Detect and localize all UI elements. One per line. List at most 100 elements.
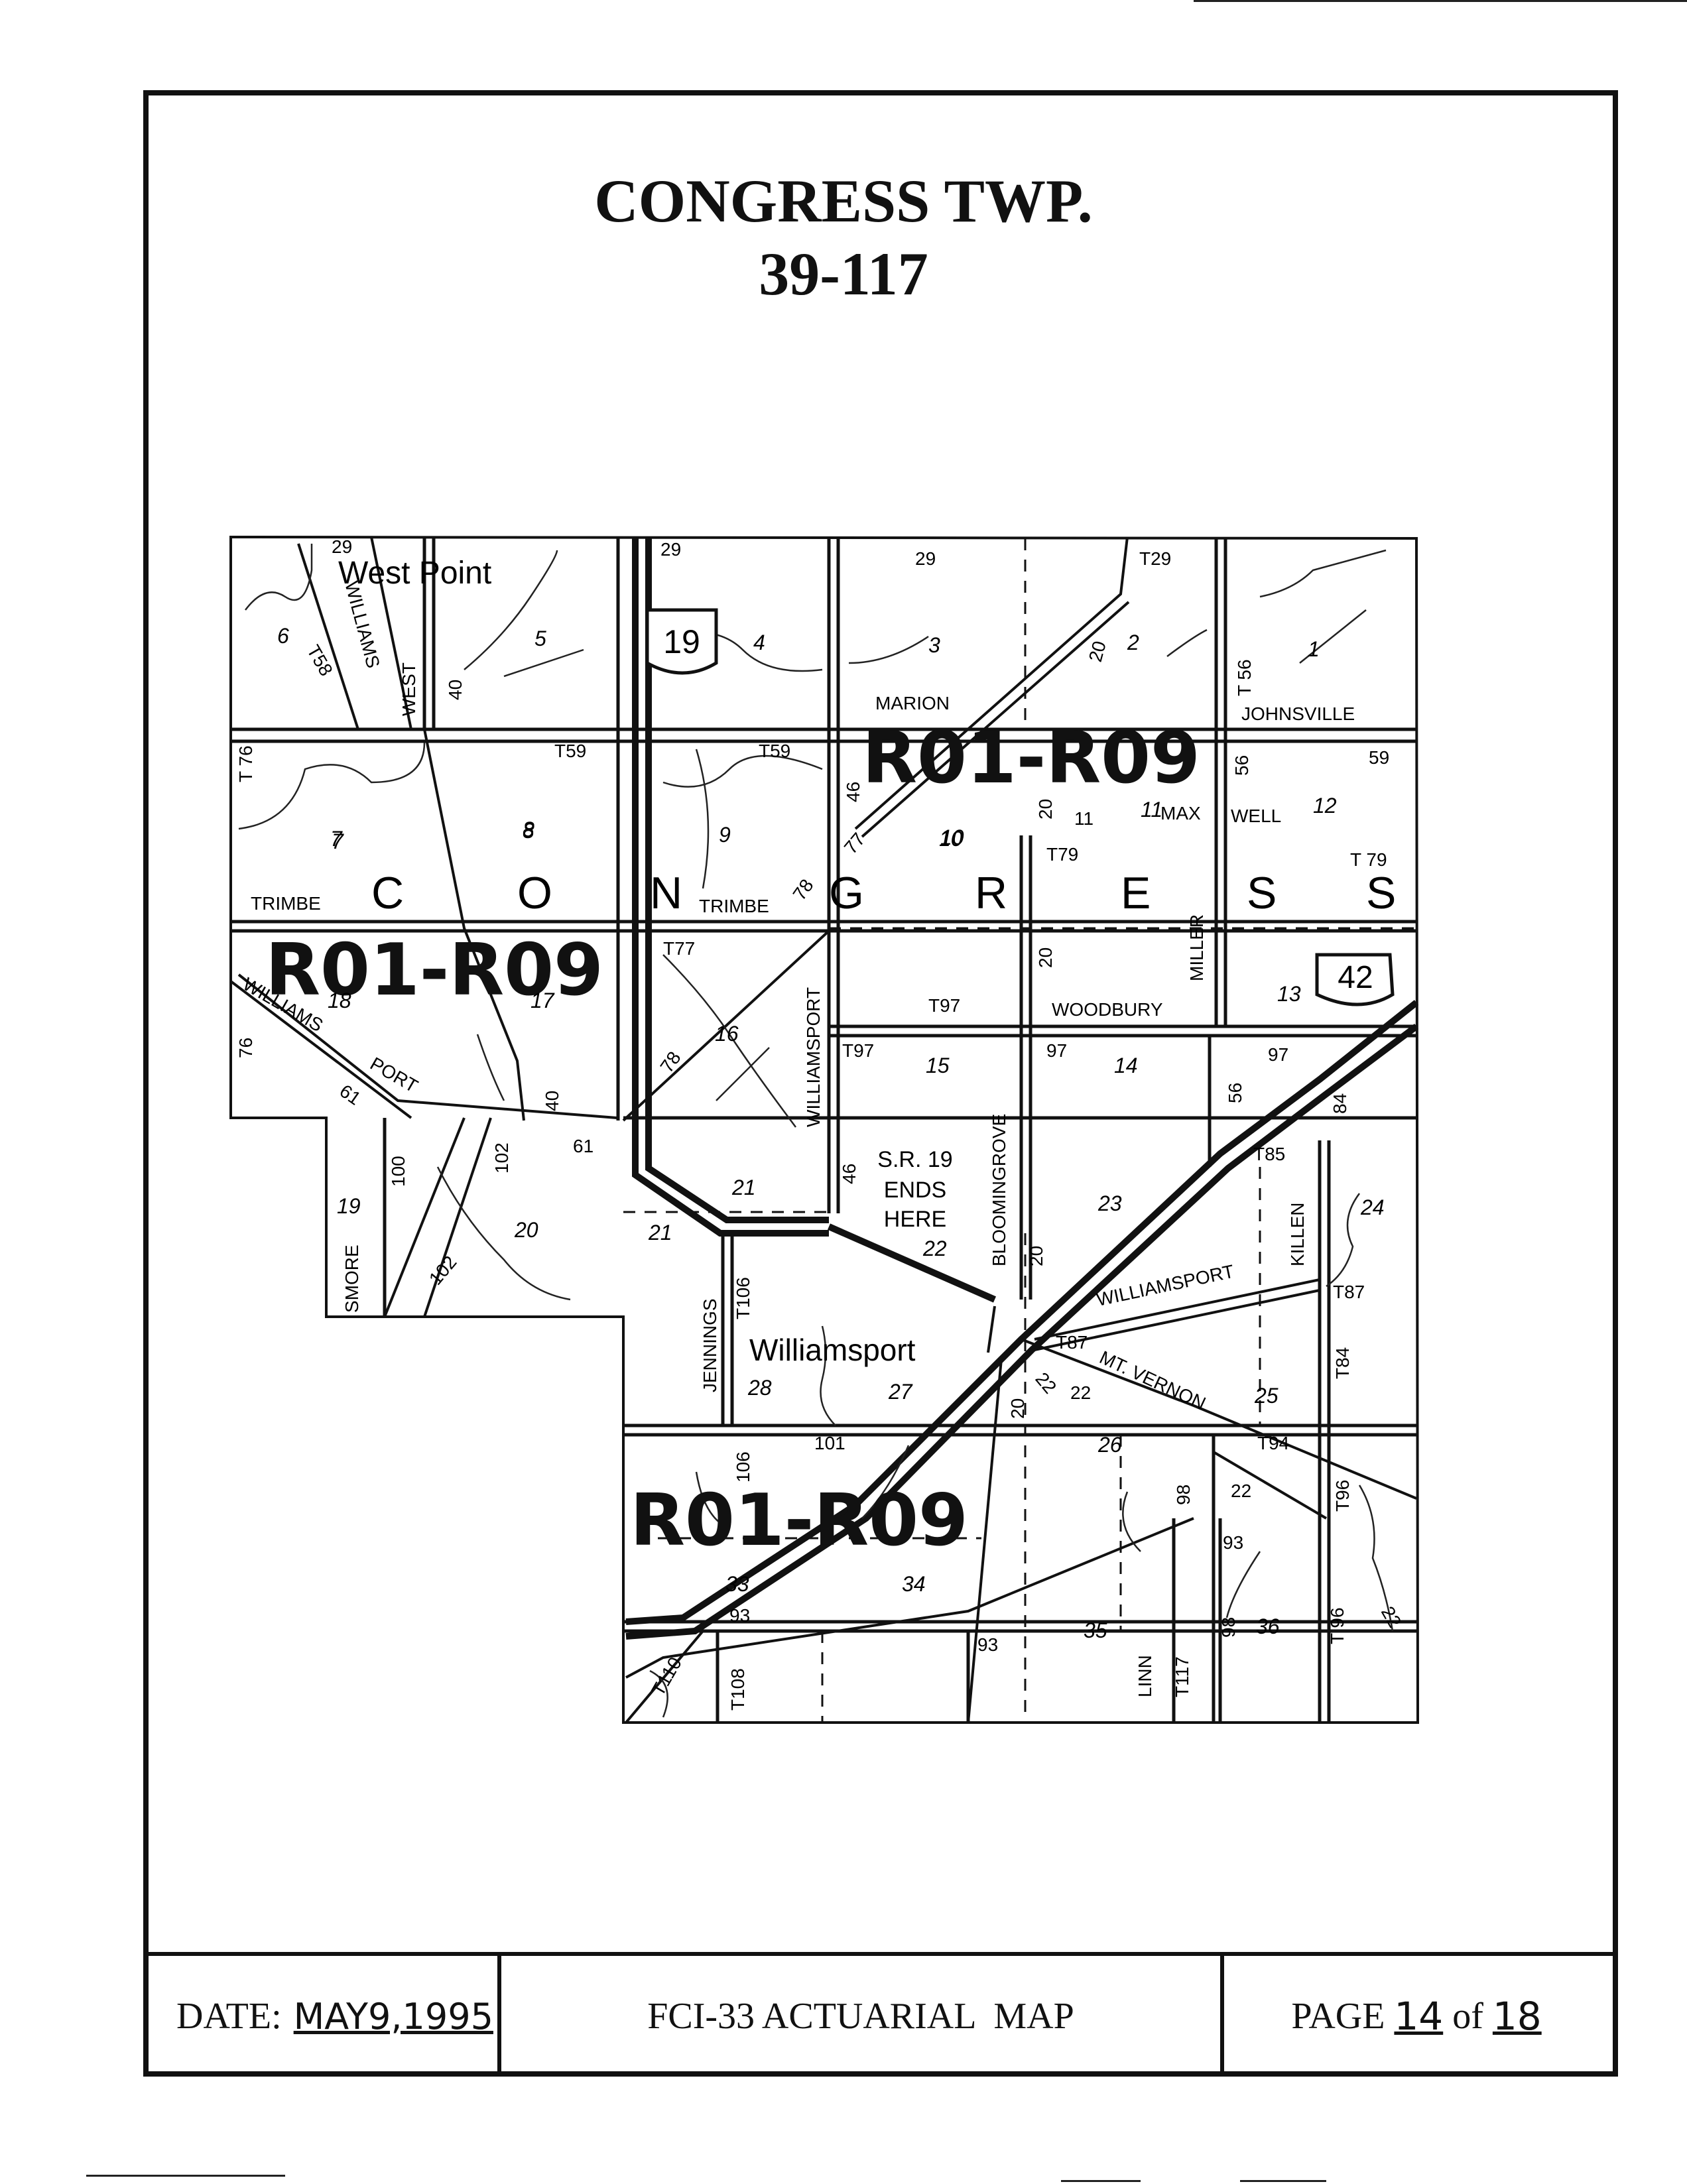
twp-letter: C: [371, 868, 404, 918]
road-label: T97: [928, 995, 960, 1016]
section-number: 14: [1114, 1054, 1138, 1077]
place-williamsport: Williamsport: [749, 1333, 916, 1367]
road-label: 11: [1074, 808, 1093, 829]
section-number: 22: [922, 1237, 947, 1260]
road-label: 22: [1377, 1603, 1405, 1631]
date-label: DATE:: [176, 1996, 282, 2037]
road-label: 78: [656, 1048, 685, 1076]
road-label: 40: [542, 1091, 562, 1111]
road-label: WOODBURY: [1052, 999, 1163, 1020]
road-label: T106: [733, 1277, 753, 1319]
section-number: 8: [523, 819, 534, 843]
road-label: 98: [1173, 1485, 1194, 1505]
section-number: 35: [1084, 1618, 1107, 1642]
section-number: 33: [725, 1572, 749, 1596]
road-label: 93: [729, 1605, 750, 1626]
road-label: 106: [733, 1451, 753, 1483]
section-number: 15: [926, 1054, 950, 1077]
bottom-edge-line-mid: [1061, 2180, 1141, 2182]
road-label: 93: [1223, 1532, 1243, 1553]
road-label: 78: [789, 875, 818, 904]
section-number: 28: [747, 1376, 772, 1400]
road-label: 84: [1330, 1093, 1350, 1114]
twp-letter: G: [829, 868, 864, 918]
twp-letter: S: [1366, 868, 1396, 918]
township-code: 39-117: [759, 240, 928, 308]
page-frame: [143, 90, 1618, 2077]
road-label: 22: [1031, 1368, 1060, 1398]
footer-bar: DATE: MAY9,1995 FCI-33 ACTUARIAL MAP PAG…: [143, 1952, 1618, 2077]
parcel-stamps: R01-R09 R01-R09 R01-R09: [265, 717, 1200, 1562]
road-label: T117: [1172, 1656, 1192, 1697]
road-label: 20: [1035, 799, 1056, 819]
road-label: 102: [491, 1142, 512, 1174]
road-label: TRIMBE: [699, 896, 769, 916]
road-label: T85: [1253, 1144, 1285, 1164]
road-labels: 29 29 29 T29 T59 T59 MARION JOHNSVILLE 5…: [251, 536, 1389, 1655]
road-label: BLOOMINGROVE: [989, 1114, 1009, 1266]
date-value: MAY9,1995: [293, 1995, 493, 2037]
section-number: 6: [277, 624, 289, 648]
us-route-number: 42: [1338, 960, 1373, 995]
road-label: WEST: [399, 662, 419, 716]
road-label: T59: [759, 741, 790, 761]
section-number: 21: [648, 1221, 672, 1244]
section-number: 18: [328, 989, 351, 1012]
footer-page-cell: PAGE 14 of 18: [1224, 1956, 1618, 2077]
road-label: WILLIAMS: [341, 579, 384, 670]
road-label: JOHNSVILLE: [1241, 703, 1355, 724]
section-number: 12: [1313, 794, 1337, 818]
section-number: 34: [902, 1572, 926, 1596]
map-boundary: [229, 535, 1420, 1724]
road-label: T96: [1332, 1480, 1353, 1512]
road-label: T 79: [1350, 849, 1387, 870]
road-label: T79: [1046, 844, 1078, 865]
section-number: 3: [928, 633, 940, 657]
section-number: 27: [888, 1380, 913, 1404]
road-label: T110: [647, 1654, 686, 1699]
road-label: 59: [1369, 747, 1389, 768]
road-label: T 76: [235, 745, 256, 782]
section-number: 16: [715, 1022, 739, 1046]
road-label: MAX: [1160, 803, 1201, 823]
road-label: T84: [1332, 1347, 1353, 1379]
road-label: 46: [843, 782, 863, 802]
road-label: WILLIAMSPORT: [803, 987, 824, 1127]
us-route-shield: 42: [1315, 953, 1395, 1006]
road-label: 56: [1225, 1083, 1245, 1103]
road-label: SMORE: [342, 1244, 362, 1313]
road-grid: [231, 537, 1416, 1723]
road-label: MILLER: [1186, 914, 1207, 981]
road-label: 97: [1046, 1040, 1067, 1061]
section-number: 19: [337, 1194, 361, 1218]
footer-map-name-cell: FCI-33 ACTUARIAL MAP: [501, 1956, 1224, 2077]
state-route-number: 19: [663, 623, 700, 660]
stamp-r01-r09: R01-R09: [630, 1479, 968, 1562]
place-west-point: West Point: [338, 556, 491, 591]
section-number: 8: [523, 818, 534, 841]
section-number: 5: [534, 627, 546, 650]
sr19-note-line2: ENDS: [884, 1178, 946, 1203]
road-label: KILLEN: [1287, 1203, 1308, 1267]
township-title: CONGRESS TWP.: [594, 167, 1093, 235]
road-label: MARION: [875, 693, 950, 713]
road-label: T59: [554, 741, 586, 761]
stamp-r01-r09: R01-R09: [862, 717, 1200, 800]
road-label: 98: [1218, 1617, 1239, 1638]
road-label: 56: [1231, 755, 1252, 776]
road-label: 22: [1070, 1382, 1091, 1403]
section-number: 7: [332, 829, 344, 853]
page-of: of: [1452, 1996, 1483, 2037]
footer-date-cell: DATE: MAY9,1995: [143, 1956, 501, 2077]
top-edge-line: [1194, 0, 1687, 2]
road-label: 20: [1007, 1398, 1028, 1419]
section-number: 21: [731, 1176, 756, 1199]
road-label: 29: [915, 548, 936, 569]
section-number: 11: [1141, 798, 1162, 821]
section-number: 9: [719, 823, 731, 847]
road-label: 93: [977, 1634, 998, 1655]
twp-letter: E: [1121, 868, 1151, 918]
road-label: T 56: [1234, 659, 1255, 696]
road-label: T97: [842, 1040, 874, 1061]
road-label: 61: [336, 1081, 365, 1109]
